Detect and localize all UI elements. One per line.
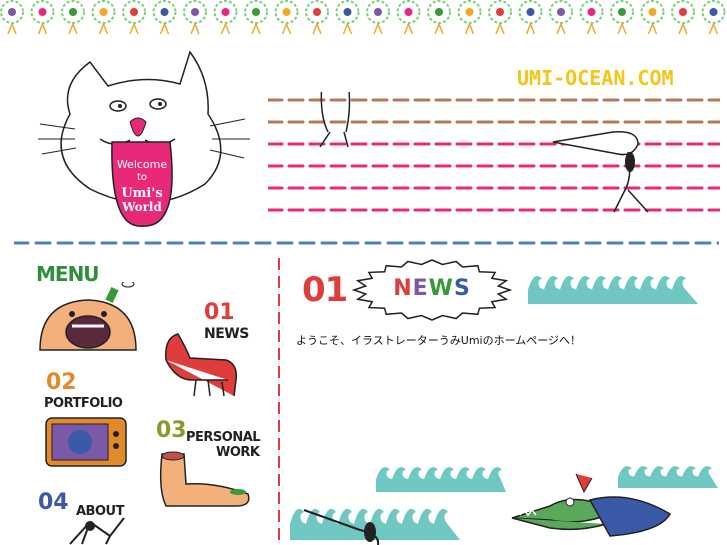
welcome-text-line3: Umi's <box>121 186 162 201</box>
wave-decoration <box>618 466 718 488</box>
news-badge-frame <box>352 259 512 321</box>
wave-decoration <box>376 467 506 492</box>
flower-border <box>0 0 726 35</box>
news-section-title: NEWS <box>352 276 512 301</box>
menu-item-personal-work[interactable]: PERSONAL WORK <box>186 430 261 460</box>
screaming-face-icon <box>39 282 137 351</box>
site-logo[interactable]: UMI-OCEAN.COM <box>517 66 674 90</box>
foot-icon[interactable] <box>156 450 256 510</box>
news-text: ようこそ、イラストレーターうみUmiのホームページへ！ <box>296 334 582 347</box>
wave-decoration <box>290 508 460 540</box>
menu-item-news[interactable]: NEWS <box>204 326 249 342</box>
crocodile-fish-illustration <box>511 473 672 537</box>
cat-welcome-illustration[interactable]: Welcome to Umi's World <box>30 44 260 234</box>
red-horse-icon[interactable] <box>156 330 246 400</box>
menu-item-portfolio-number[interactable]: 02 <box>46 370 77 395</box>
tv-bear-icon[interactable] <box>44 414 128 472</box>
menu-heading: MENU <box>36 262 100 286</box>
news-title-n: N <box>393 276 413 301</box>
welcome-text-line1: Welcome <box>117 158 168 171</box>
horizontal-divider <box>14 241 719 245</box>
news-title-w: W <box>428 276 454 301</box>
personal-label-line1: PERSONAL <box>186 430 261 445</box>
news-section-number: 01 <box>302 270 348 310</box>
menu-item-about[interactable]: ABOUT <box>76 504 124 519</box>
bird-figure-1 <box>319 92 351 148</box>
bird-figure-3 <box>303 509 380 545</box>
bird-figure-2 <box>552 131 649 213</box>
vertical-divider <box>278 258 280 545</box>
wave-decoration <box>528 275 698 304</box>
dashed-stripes-illustration <box>268 92 720 213</box>
welcome-text-line2: to <box>137 172 147 183</box>
personal-label-line2: WORK <box>216 445 260 460</box>
news-title-e: E <box>412 276 429 301</box>
about-figure-icon[interactable] <box>60 516 130 545</box>
welcome-text-line4: World <box>121 200 162 214</box>
menu-item-about-number[interactable]: 04 <box>38 490 69 515</box>
menu-item-news-number[interactable]: 01 <box>204 300 235 325</box>
menu-item-personal-work-number[interactable]: 03 <box>156 418 187 443</box>
news-title-s: S <box>453 276 471 301</box>
menu-item-portfolio[interactable]: PORTFOLIO <box>44 396 123 411</box>
